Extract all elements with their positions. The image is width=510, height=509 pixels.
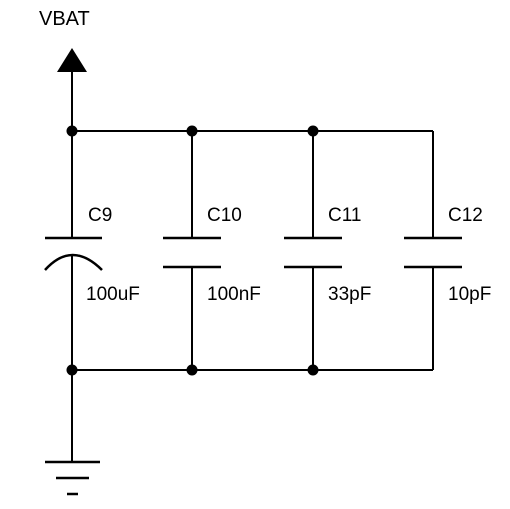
junction-dot (186, 364, 198, 376)
c10-value: 100nF (207, 284, 261, 305)
c9-ref: C9 (88, 205, 112, 226)
c12-ref: C12 (448, 205, 483, 226)
junction-dot (307, 364, 319, 376)
junction-dot (66, 125, 78, 137)
c12-value: 10pF (448, 284, 491, 305)
c9-negative-plate-curve (44, 253, 103, 271)
capacitor-c12: C12 10pF (404, 131, 491, 370)
c11-ref: C11 (328, 205, 361, 226)
c9-value: 100uF (86, 284, 140, 305)
c11-value: 33pF (328, 284, 371, 305)
junction-dot (186, 125, 198, 137)
vbat-label: VBAT (39, 8, 90, 30)
ground-icon (45, 460, 100, 496)
capacitor-c10: C10 100nF (163, 131, 261, 370)
junction-dot (307, 125, 319, 137)
c10-ref: C10 (207, 205, 242, 226)
capacitor-c9: C9 100uF (44, 131, 140, 370)
vbat-arrow-icon (57, 48, 87, 72)
capacitor-c11: C11 33pF (284, 131, 371, 370)
